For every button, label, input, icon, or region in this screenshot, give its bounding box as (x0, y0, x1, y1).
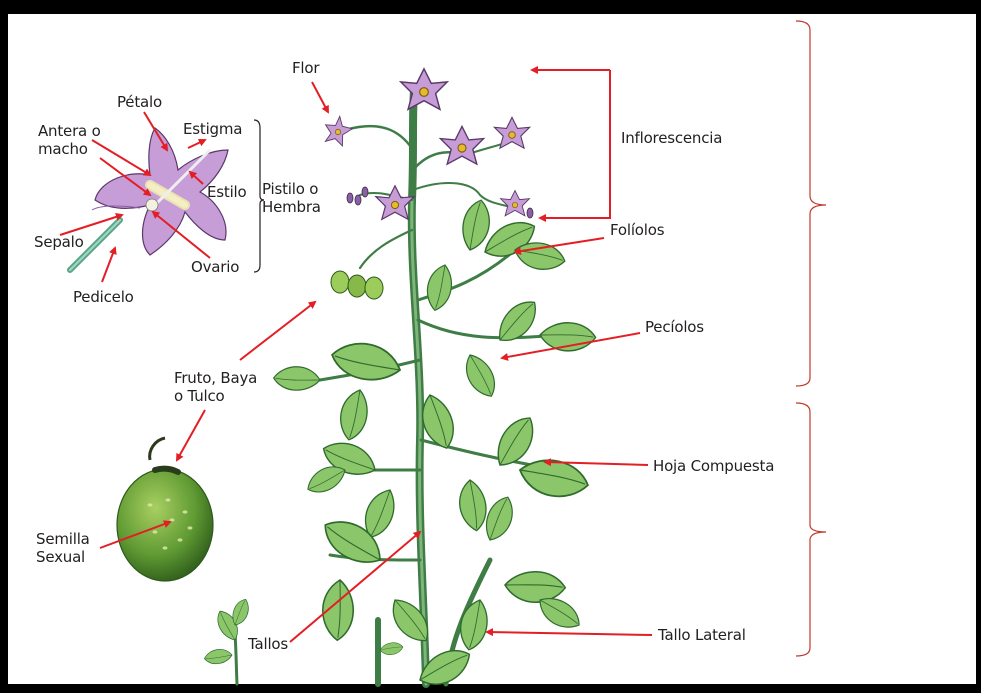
label-antera: Antera o macho (38, 122, 101, 158)
label-ovario: Ovario (191, 259, 239, 276)
label-estigma: Estigma (183, 121, 242, 138)
label-hoja-compuesta: Hoja Compuesta (653, 458, 774, 475)
inflorescencia-arrows (532, 70, 610, 218)
label-peciolos: Pecíolos (645, 319, 704, 336)
label-pedicelo: Pedicelo (73, 289, 134, 306)
label-pistilo: Pistilo o Hembra (262, 180, 321, 216)
bracket-lower (796, 403, 826, 656)
label-tallos: Tallos (248, 636, 288, 653)
label-tallo-lateral: Tallo Lateral (658, 627, 746, 644)
label-semilla: Semilla Sexual (36, 530, 90, 566)
fruit-detail (117, 438, 213, 581)
label-foliolos: Folíolos (610, 222, 664, 239)
label-estilo: Estilo (207, 184, 247, 201)
label-sepalo: Sepalo (34, 234, 84, 251)
label-fruto: Fruto, Baya o Tulco (174, 369, 257, 405)
label-inflorescencia: Inflorescencia (621, 130, 722, 147)
fruit-cluster (331, 271, 383, 299)
label-flor: Flor (292, 60, 319, 77)
label-petalo: Pétalo (117, 94, 162, 111)
bracket-upper (796, 21, 826, 386)
plant-leaves (204, 197, 597, 691)
inflorescence-flowers (318, 69, 533, 220)
